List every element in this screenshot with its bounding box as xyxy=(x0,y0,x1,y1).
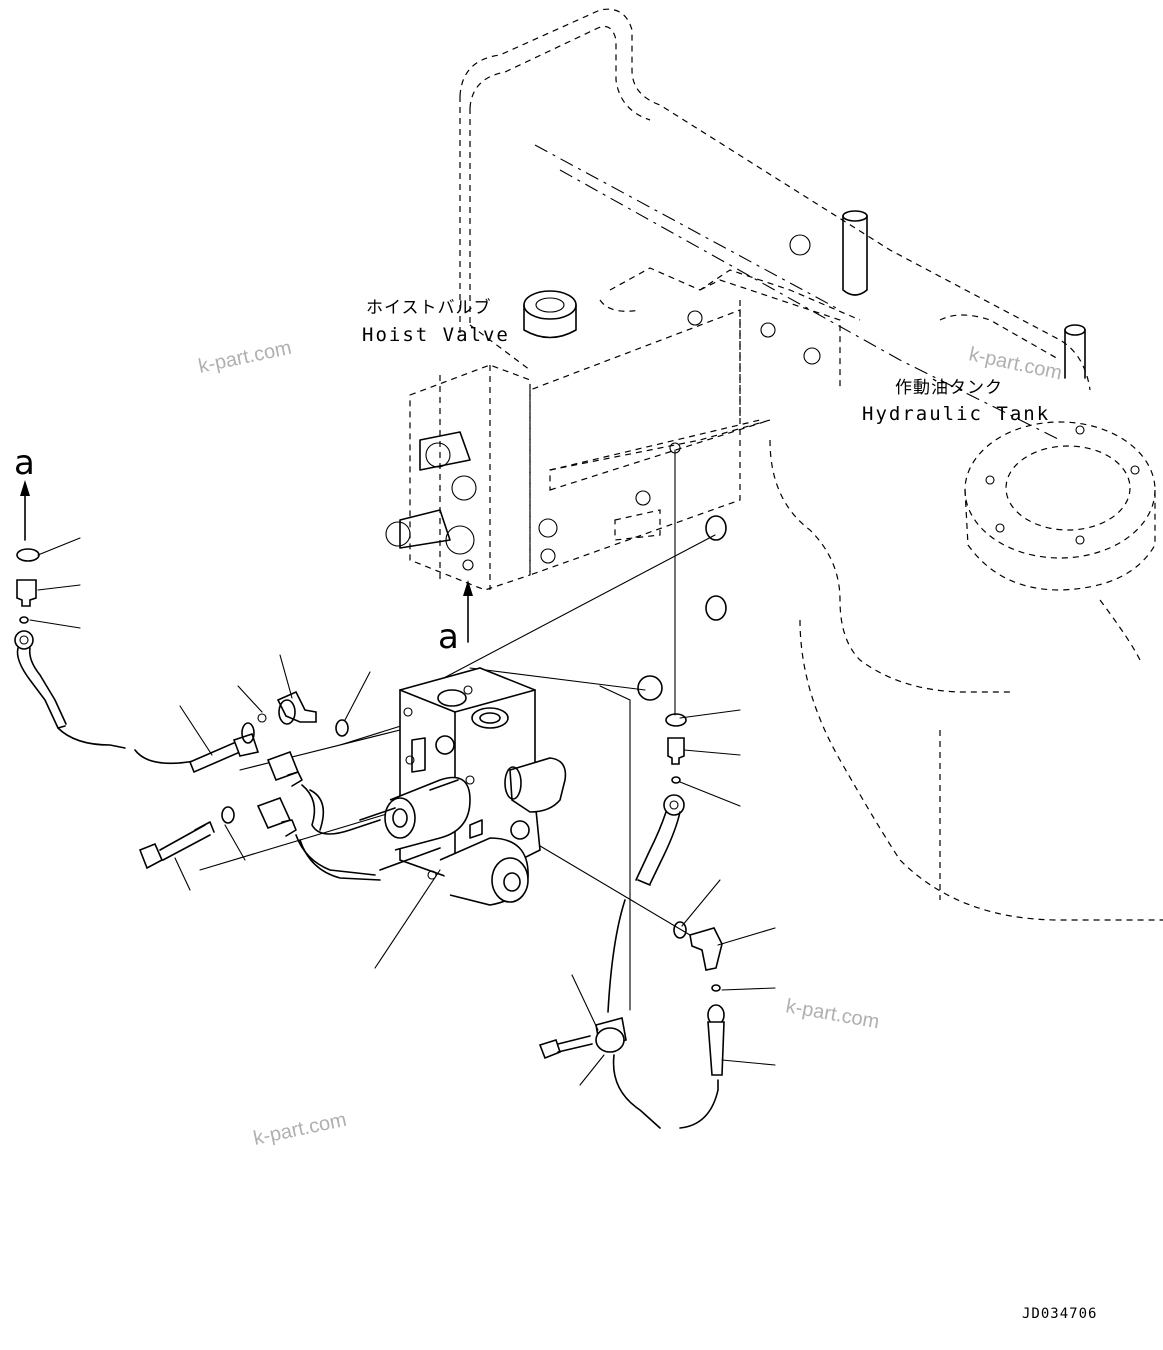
watermark: k-part.com xyxy=(784,995,881,1033)
watermark: k-part.com xyxy=(196,337,293,378)
drawing-code: JD034706 xyxy=(1022,1306,1097,1322)
solenoid-coil-lower xyxy=(427,819,529,906)
hose-fitting-left xyxy=(188,722,260,774)
hose-left xyxy=(14,630,201,765)
connector-upper xyxy=(266,750,396,835)
tank-pin xyxy=(789,210,868,296)
connection-marker-top: a xyxy=(14,443,35,483)
connection-arrow-top xyxy=(20,480,30,541)
adapter-top-left xyxy=(16,548,40,624)
leader-lines xyxy=(29,537,776,1086)
watermark: k-part.com xyxy=(251,1109,348,1150)
solenoid-coil-upper xyxy=(384,776,471,851)
connection-arrow-valve xyxy=(463,580,473,643)
tank-pin xyxy=(1064,324,1086,379)
connector-lower xyxy=(256,796,441,881)
hoist-valve-label-jp: ホイストバルブ xyxy=(366,297,492,318)
clamp xyxy=(538,1017,627,1060)
hose-right xyxy=(607,794,719,1129)
hydraulic-tank-label-jp: 作動油タンク xyxy=(895,378,1003,398)
mounting-bolt xyxy=(138,806,235,870)
hydraulic-tank-outline xyxy=(459,8,1163,921)
breather-cap xyxy=(504,757,567,813)
mounting-bracket xyxy=(529,309,821,576)
hydraulic-tank-label: Hydraulic Tank xyxy=(862,403,1050,425)
tank-opening-flange xyxy=(964,421,1156,591)
connection-marker-valve: a xyxy=(438,617,459,657)
hoist-valve-mounted xyxy=(385,290,577,591)
right-adapters xyxy=(665,713,725,1076)
spacer-bushing xyxy=(637,442,727,701)
hoist-valve-label: Hoist Valve xyxy=(362,324,510,346)
elbow-fitting xyxy=(257,690,349,737)
